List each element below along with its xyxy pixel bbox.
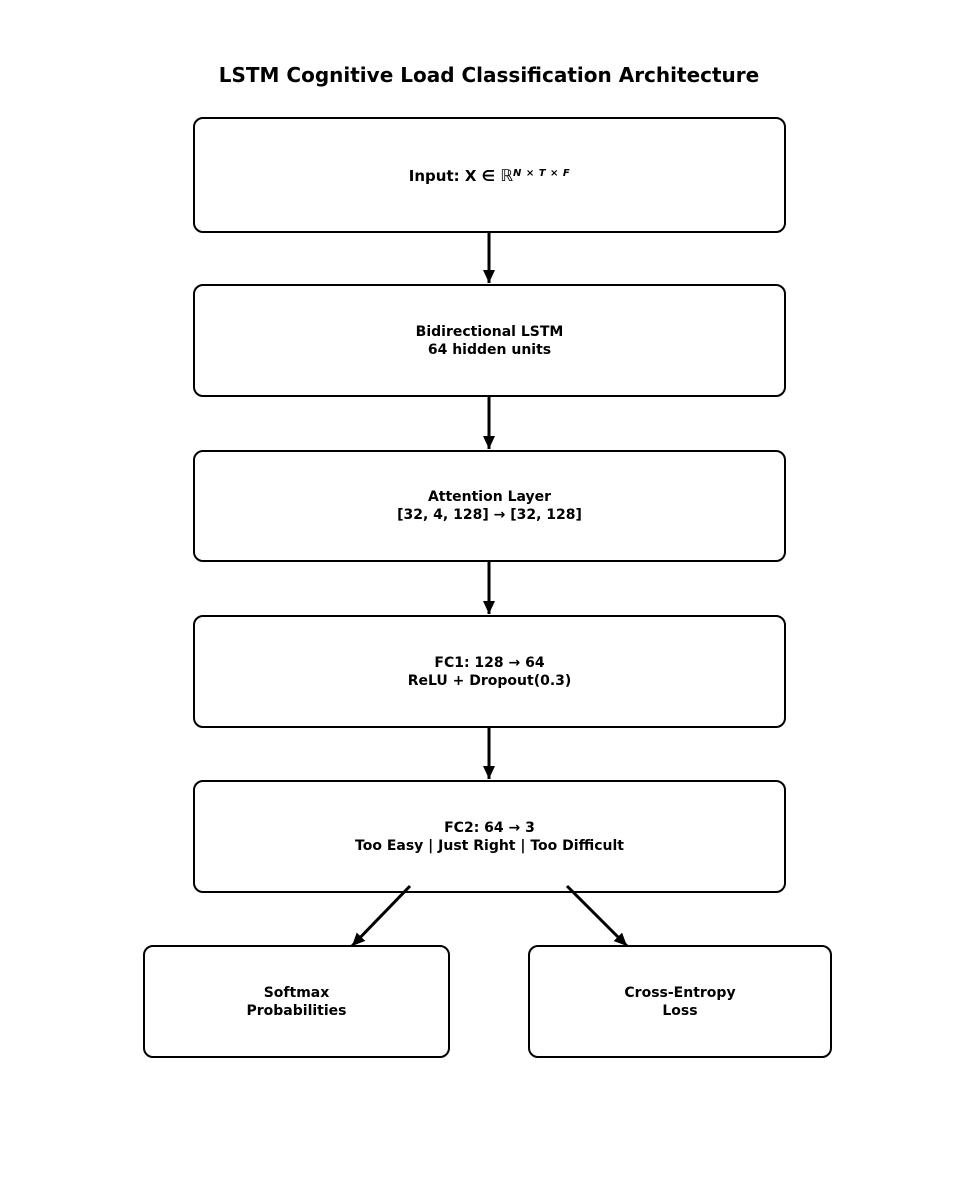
node-label-line1: Cross-Entropy — [624, 984, 736, 1001]
real-numbers-symbol: ℝ — [500, 166, 513, 185]
node-label-line2: Probabilities — [246, 1002, 347, 1019]
node-label-line2: ReLU + Dropout(0.3) — [407, 672, 572, 689]
node-label-line1: Bidirectional LSTM — [415, 323, 564, 340]
page-title: LSTM Cognitive Load Classification Archi… — [218, 63, 760, 87]
node-input: Input: X ∈ ℝN × T × F — [193, 117, 786, 233]
input-formula-prefix: Input: X ∈ — [408, 167, 501, 185]
node-label-line1: Softmax — [263, 984, 330, 1001]
node-bidirectional-lstm: Bidirectional LSTM 64 hidden units — [193, 284, 786, 397]
node-fc1: FC1: 128 → 64 ReLU + Dropout(0.3) — [193, 615, 786, 728]
node-fc2: FC2: 64 → 3 Too Easy | Just Right | Too … — [193, 780, 786, 893]
node-label-line2: 64 hidden units — [427, 341, 552, 358]
node-label-line1: FC2: 64 → 3 — [444, 819, 535, 836]
node-attention-layer: Attention Layer [32, 4, 128] → [32, 128] — [193, 450, 786, 562]
input-formula: Input: X ∈ ℝN × T × F — [408, 165, 571, 186]
arrow-fc2-to-loss — [565, 884, 629, 948]
node-cross-entropy-loss: Cross-Entropy Loss — [528, 945, 832, 1058]
node-label-line2: Too Easy | Just Right | Too Difficult — [355, 837, 624, 854]
node-softmax-probabilities: Softmax Probabilities — [143, 945, 450, 1058]
arrow-fc2-to-softmax — [350, 884, 412, 948]
node-label-line1: FC1: 128 → 64 — [434, 654, 545, 671]
node-label-line1: Attention Layer — [427, 489, 552, 505]
input-formula-superscript: N × T × F — [512, 168, 571, 179]
node-label-line2: [32, 4, 128] → [32, 128] — [397, 507, 582, 523]
node-label-line2: Loss — [662, 1002, 698, 1019]
